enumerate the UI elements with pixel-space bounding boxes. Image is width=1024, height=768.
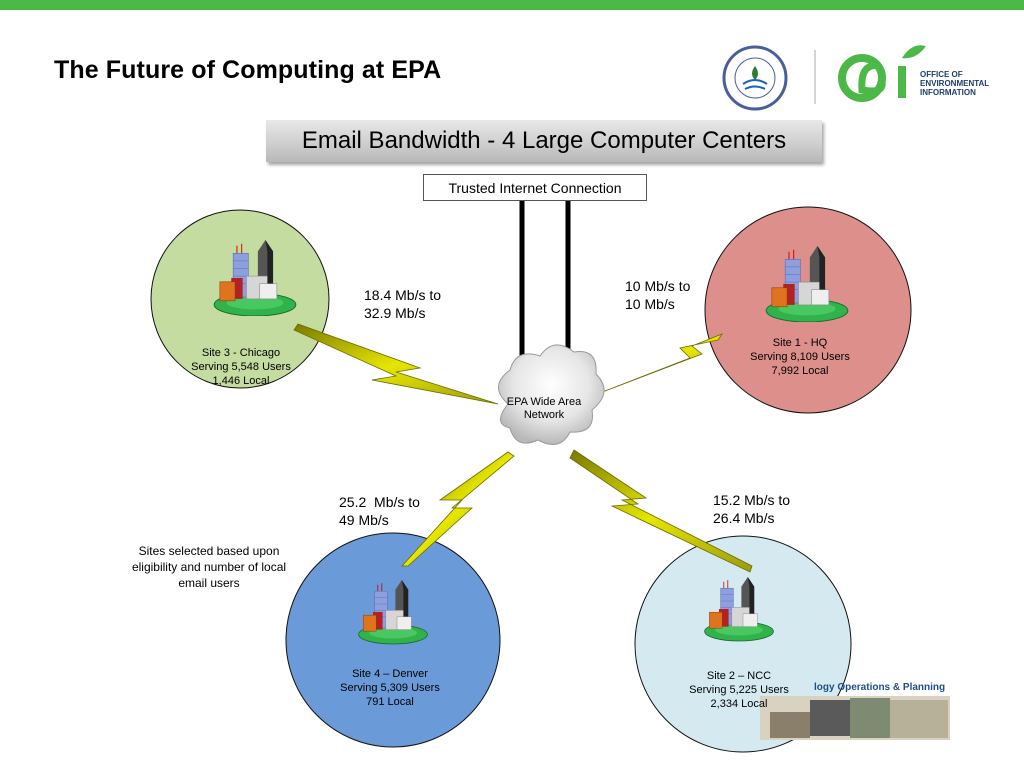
bandwidth-chicago: 18.4 Mb/s to 32.9 Mb/s — [364, 286, 441, 322]
bandwidth-hq-line-1: 10 Mb/s to — [625, 278, 691, 294]
bandwidth-denver-line-1: 25.2 Mb/s to — [339, 494, 420, 510]
site-local: 2,334 Local — [710, 698, 768, 710]
bolt-chicago — [293, 323, 499, 405]
site-label-hq: Site 1 - HQ Serving 8,109 Users 7,992 Lo… — [744, 336, 856, 378]
epa-seal-icon — [722, 45, 788, 111]
site-name: Site 4 – Denver — [352, 668, 428, 680]
diagram-heading: Email Bandwidth - 4 Large Computer Cente… — [266, 120, 822, 162]
bandwidth-denver-line-2: 49 Mb/s — [339, 512, 389, 528]
bandwidth-hq-line-2: 10 Mb/s — [625, 296, 675, 312]
site-users: Serving 5,225 Users — [689, 684, 789, 696]
bandwidth-hq: 10 Mb/s to 10 Mb/s — [625, 277, 690, 313]
top-accent-bar — [0, 0, 1024, 10]
hq-building-icon — [765, 246, 849, 322]
oei-logo-text: OFFICE OF ENVIRONMENTAL INFORMATION — [920, 70, 989, 97]
site-local: 7,992 Local — [771, 365, 829, 377]
site-local: 791 Local — [366, 696, 414, 708]
cloud-label-line-1: EPA Wide Area — [506, 396, 582, 408]
site-label-ncc: Site 2 – NCC Serving 5,225 Users 2,334 L… — [683, 669, 795, 711]
footer-banner-text: logy Operations & Planning — [814, 682, 946, 693]
site-circle-ncc — [634, 535, 852, 753]
bolt-hq — [591, 333, 724, 397]
wan-cloud-label: EPA Wide Area Network — [497, 396, 591, 422]
site-circle-hq — [704, 206, 912, 414]
page-title: The Future of Computing at EPA — [54, 56, 442, 84]
site-name: Site 2 – NCC — [706, 670, 772, 682]
site-users: Serving 8,109 Users — [750, 351, 850, 363]
ncc-building-icon — [704, 576, 774, 642]
selection-note: Sites selected based upon eligibility an… — [131, 544, 287, 590]
bandwidth-ncc-line-1: 15.2 Mb/s to — [713, 492, 791, 508]
oei-text-line-2: ENVIRONMENTAL — [920, 79, 990, 88]
bandwidth-chicago-line-1: 18.4 Mb/s to — [364, 287, 442, 303]
oei-logo-icon — [838, 45, 926, 102]
site-users: Serving 5,309 Users — [340, 682, 440, 694]
site-users: Serving 5,548 Users — [191, 361, 291, 373]
wan-cloud — [498, 344, 605, 445]
site-local: 1,446 Local — [212, 375, 270, 387]
cloud-label-line-2: Network — [523, 409, 565, 421]
chicago-building-icon — [213, 240, 297, 316]
site-name: Site 3 - Chicago — [201, 347, 281, 359]
site-name: Site 1 - HQ — [772, 337, 828, 349]
bandwidth-denver: 25.2 Mb/s to 49 Mb/s — [339, 493, 420, 529]
site-circle-denver — [285, 532, 501, 748]
bandwidth-ncc-line-2: 26.4 Mb/s — [713, 510, 775, 526]
denver-building-icon — [358, 579, 428, 645]
oei-text-line-3: INFORMATION — [920, 88, 976, 97]
site-label-denver: Site 4 – Denver Serving 5,309 Users 791 … — [334, 667, 446, 709]
site-label-chicago: Site 3 - Chicago Serving 5,548 Users 1,4… — [185, 346, 297, 388]
oei-text-line-1: OFFICE OF — [920, 70, 963, 79]
bandwidth-chicago-line-2: 32.9 Mb/s — [364, 305, 426, 321]
tic-box: Trusted Internet Connection — [423, 174, 647, 201]
bandwidth-ncc: 15.2 Mb/s to 26.4 Mb/s — [713, 491, 790, 527]
